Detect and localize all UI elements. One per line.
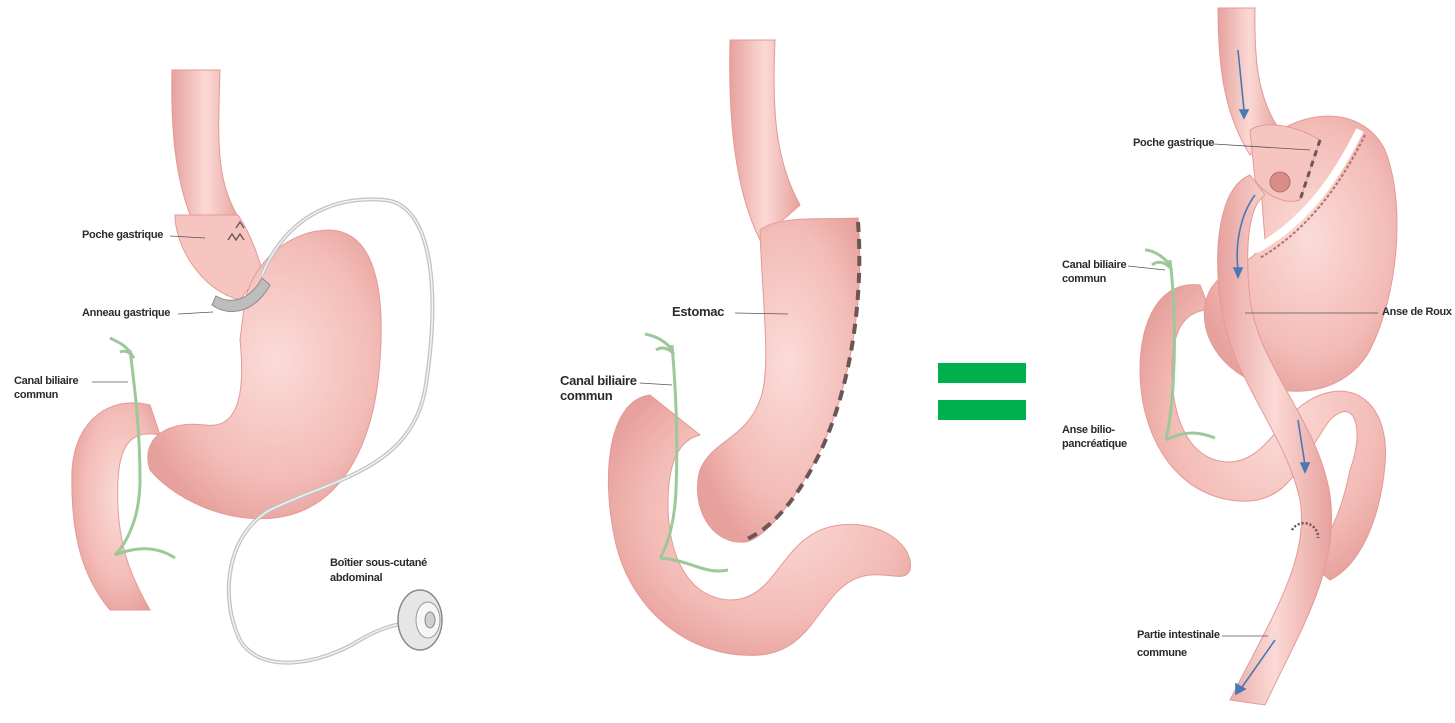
label-partie-intestinale-line1: Partie intestinale	[1137, 629, 1220, 641]
leader-canal	[1128, 266, 1165, 270]
equals-sign	[938, 363, 1026, 420]
label-canal-biliaire-line1: Canal biliaire	[560, 373, 637, 388]
label-partie-intestinale-line2: commune	[1137, 647, 1187, 659]
equals-bar-bottom	[938, 400, 1026, 420]
label-anse-bilio-line1: Anse bilio-	[1062, 424, 1116, 436]
leader-canal	[640, 383, 672, 385]
label-canal-biliaire-line2: commun	[560, 388, 613, 403]
label-estomac: Estomac	[672, 304, 724, 319]
label-anse-de-roux: Anse de Roux	[1382, 306, 1453, 318]
equals-bar-top	[938, 363, 1026, 383]
esophagus	[730, 40, 800, 240]
label-canal-biliaire-line1: Canal biliaire	[1062, 259, 1126, 271]
label-boitier-line1: Boîtier sous-cutané	[330, 557, 427, 569]
label-poche-gastrique: Poche gastrique	[1133, 137, 1214, 149]
panel-gastric-band: Poche gastrique Anneau gastrique Canal b…	[14, 70, 442, 663]
label-poche-gastrique: Poche gastrique	[82, 229, 163, 241]
panel-bypass: Poche gastrique Canal biliaire commun An…	[1062, 8, 1453, 705]
label-anneau-gastrique: Anneau gastrique	[82, 307, 170, 319]
label-anse-bilio-line2: pancréatique	[1062, 438, 1127, 450]
label-canal-biliaire-line2: commun	[1062, 273, 1107, 285]
subcutaneous-port	[398, 590, 442, 650]
label-canal-biliaire-line2: commun	[14, 389, 59, 401]
label-boitier-line2: abdominal	[330, 572, 383, 584]
duodenum	[72, 403, 160, 610]
panel-sleeve: Estomac Canal biliaire commun	[560, 40, 910, 655]
gastrojejunal-anastomosis	[1270, 172, 1290, 192]
sleeve-stomach	[697, 218, 859, 542]
leader-anneau	[178, 312, 213, 314]
label-canal-biliaire-line1: Canal biliaire	[14, 375, 78, 387]
